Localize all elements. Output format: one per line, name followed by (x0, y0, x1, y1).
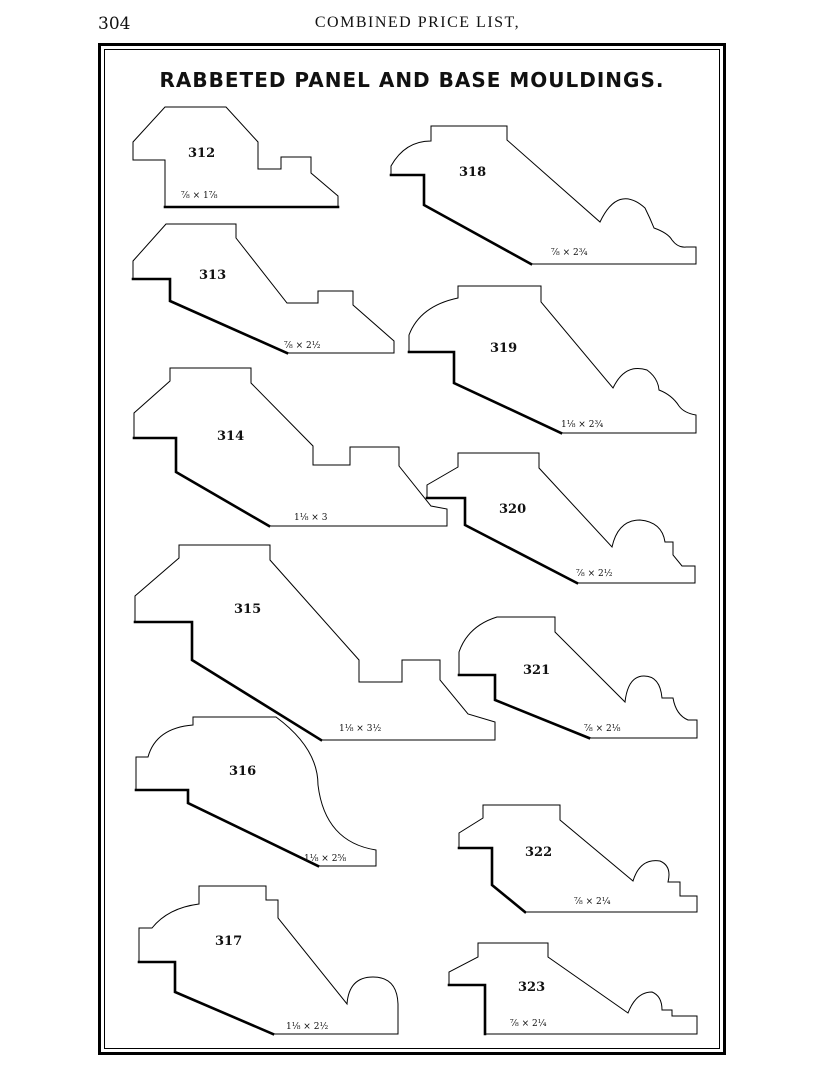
moulding-number: 321 (523, 663, 550, 678)
moulding-size: ⅞ × 2¼ (510, 1018, 547, 1029)
moulding-number: 322 (525, 845, 552, 860)
moulding-size: 1⅛ × 2⅝ (304, 854, 346, 864)
moulding-size: 1⅛ × 2¾ (561, 419, 603, 430)
plate-title: RABBETED PANEL AND BASE MOULDINGS. (159, 68, 665, 92)
moulding-number: 314 (217, 429, 244, 444)
moulding-number: 317 (215, 934, 242, 949)
plate-outer-border (98, 43, 726, 1055)
moulding-profile-313: 313 ⅞ × 2½ (131, 223, 395, 355)
moulding-profile-316: 316 1⅛ × 2⅝ (134, 716, 377, 868)
moulding-profile-314: 314 1⅛ × 3 (132, 367, 448, 528)
moulding-size: ⅞ × 2⅛ (584, 724, 621, 734)
page-number: 304 (98, 14, 131, 34)
moulding-profile-318: 318 ⅞ × 2¾ (389, 125, 697, 266)
moulding-profile-323: 323 ⅞ × 2¼ (447, 942, 698, 1036)
moulding-size: 1⅛ × 3½ (339, 723, 381, 734)
moulding-number: 312 (188, 146, 215, 161)
moulding-number: 316 (229, 764, 256, 779)
plate-inner-border (104, 49, 720, 1049)
moulding-size: ⅞ × 2¾ (551, 247, 588, 258)
moulding-number: 319 (490, 341, 517, 356)
moulding-number: 318 (459, 165, 486, 180)
moulding-profile-317: 317 1⅛ × 2½ (137, 885, 399, 1036)
moulding-profile-322: 322 ⅞ × 2¼ (457, 804, 698, 914)
moulding-profile-312: 312 ⅞ × 1⅞ (132, 106, 340, 209)
moulding-profile-319: 319 1⅛ × 2¾ (407, 285, 697, 435)
moulding-size: 1⅛ × 2½ (286, 1021, 328, 1032)
moulding-size: ⅞ × 2¼ (574, 896, 611, 907)
moulding-number: 315 (234, 602, 261, 617)
moulding-size: 1⅛ × 3 (294, 513, 328, 523)
moulding-size: ⅞ × 1⅞ (181, 191, 218, 201)
moulding-profile-315: 315 1⅛ × 3½ (133, 544, 496, 742)
moulding-size: ⅞ × 2½ (576, 568, 613, 579)
running-title: COMBINED PRICE LIST, (314, 14, 521, 31)
moulding-number: 320 (499, 502, 526, 517)
moulding-profile-320: 320 ⅞ × 2½ (425, 452, 696, 585)
moulding-profile-321: 321 ⅞ × 2⅛ (457, 616, 698, 740)
moulding-number: 323 (518, 980, 545, 995)
moulding-number: 313 (199, 268, 226, 283)
moulding-size: ⅞ × 2½ (284, 340, 321, 351)
